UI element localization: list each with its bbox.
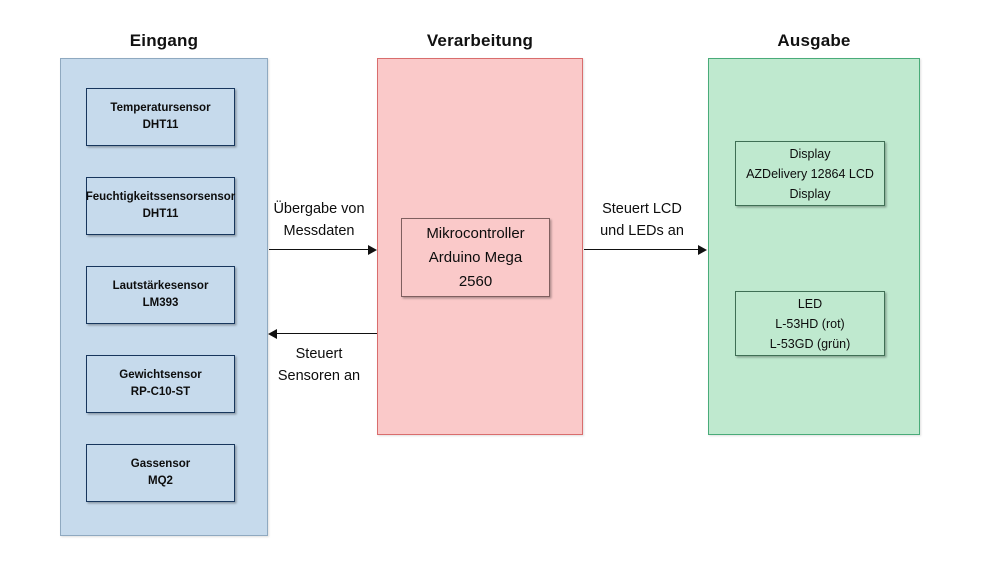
node-feuchtigkeitssensor[interactable]: Feuchtigkeitssensorsensor DHT11 [86,177,235,235]
node-line-1: Temperatursensor [110,102,211,114]
node-line-2: DHT11 [142,119,179,131]
node-line-2: AZDelivery 12864 LCD [746,166,874,181]
arrow-head-right-icon [698,244,707,255]
connector-label-steuert-lcd: Steuert LCD und LEDs an [578,198,706,242]
connector-label-steuert-sensoren: Steuert Sensoren an [254,343,384,387]
node-line-2: Arduino Mega [428,248,523,266]
node-line-1: LED [797,296,823,311]
group-title-verarbeitung: Verarbeitung [426,31,534,50]
node-line-2: L-53HD (rot) [775,316,845,331]
connector-label-line-1: Übergabe von [273,201,365,217]
node-line-3: L-53GD (grün) [769,336,851,351]
arrow-head-right-icon [368,244,377,255]
connector-line [584,249,699,250]
node-display[interactable]: Display AZDelivery 12864 LCD Display [735,141,885,206]
node-line-2: DHT11 [142,208,179,220]
connector-label-messdaten: Übergabe von Messdaten [254,198,384,242]
connector-label-line-2: und LEDs an [600,223,684,239]
node-line-1: Gassensor [130,458,191,470]
node-line-1: Lautstärkesensor [112,280,209,292]
node-line-1: Display [789,146,831,161]
node-line-2: MQ2 [148,475,173,487]
node-led[interactable]: LED L-53HD (rot) L-53GD (grün) [735,291,885,356]
connector-line [277,333,377,334]
connector-label-line-1: Steuert [295,346,343,362]
connector-label-line-1: Steuert LCD [602,201,682,217]
node-line-1: Gewichtsensor [119,369,202,381]
node-gewichtsensor[interactable]: Gewichtsensor RP-C10-ST [86,355,235,413]
node-line-1: Mikrocontroller [426,224,525,242]
node-line-1: Feuchtigkeitssensorsensor [85,191,236,203]
node-line-3: Display [789,186,831,201]
arrow-head-left-icon [268,328,277,339]
connector-line [269,249,369,250]
group-title-ausgabe: Ausgabe [777,31,851,50]
node-mikrocontroller[interactable]: Mikrocontroller Arduino Mega 2560 [401,218,550,297]
node-gassensor[interactable]: Gassensor MQ2 [86,444,235,502]
group-title-eingang: Eingang [129,31,199,50]
node-line-2: LM393 [142,297,179,309]
node-temperatursensor[interactable]: Temperatursensor DHT11 [86,88,235,146]
node-line-2: RP-C10-ST [130,386,191,398]
node-line-3: 2560 [458,272,493,290]
connector-label-line-2: Messdaten [283,223,355,239]
connector-label-line-2: Sensoren an [277,368,361,384]
node-lautstaerkesensor[interactable]: Lautstärkesensor LM393 [86,266,235,324]
group-panel-ausgabe [708,58,920,435]
